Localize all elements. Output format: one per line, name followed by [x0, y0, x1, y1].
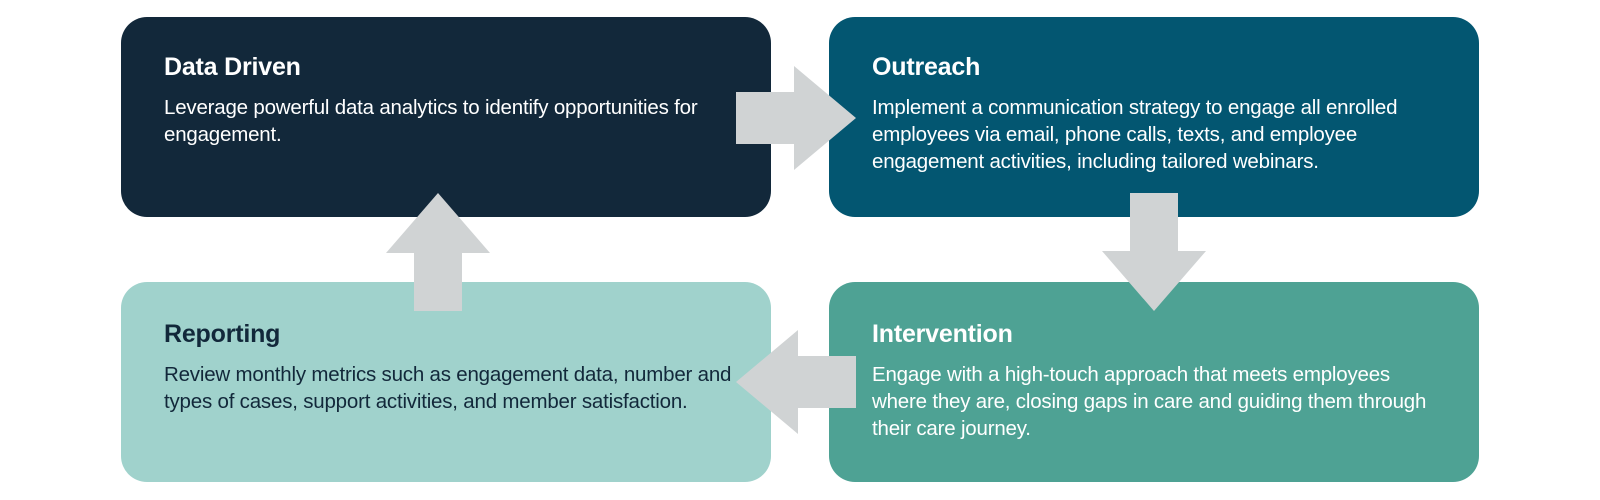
- step-card-outreach: Outreach Implement a communication strat…: [829, 17, 1479, 217]
- arrow-left-shape: [736, 330, 856, 434]
- arrow-right-shape: [736, 66, 856, 170]
- step-title: Intervention: [872, 320, 1013, 348]
- step-card-reporting: Reporting Review monthly metrics such as…: [121, 282, 771, 482]
- step-card-data-driven: Data Driven Leverage powerful data analy…: [121, 17, 771, 217]
- arrow-down-shape: [1102, 193, 1206, 311]
- step-description: Implement a communication strategy to en…: [872, 96, 1398, 173]
- step-title: Reporting: [164, 320, 281, 348]
- step-card-intervention: Intervention Engage with a high-touch ap…: [829, 282, 1479, 482]
- step-title: Data Driven: [164, 53, 301, 81]
- arrow-up-shape: [386, 193, 490, 311]
- arrow-down-icon: [1102, 193, 1206, 311]
- arrow-right-icon: [736, 66, 856, 170]
- step-description: Engage with a high-touch approach that m…: [872, 363, 1427, 440]
- step-description: Review monthly metrics such as engagemen…: [164, 363, 732, 413]
- arrow-left-icon: [736, 330, 856, 434]
- step-title: Outreach: [872, 53, 981, 81]
- arrow-up-icon: [386, 193, 490, 311]
- step-description: Leverage powerful data analytics to iden…: [164, 96, 698, 146]
